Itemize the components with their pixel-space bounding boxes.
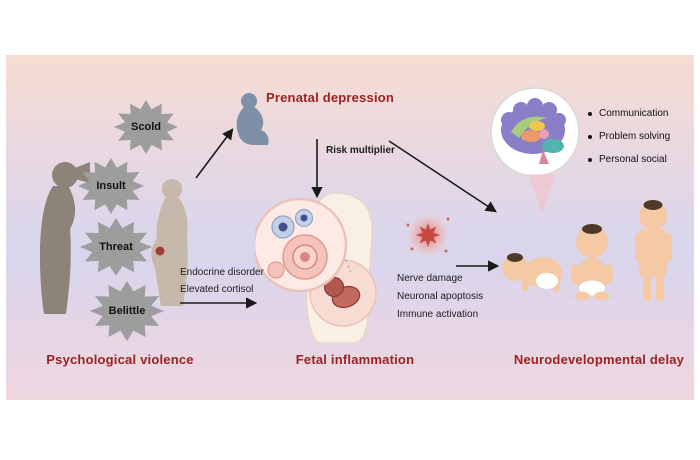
stressor-label: Insult [96, 180, 126, 192]
standing-toddler-icon [635, 200, 672, 301]
outcome-label: Communication [599, 108, 669, 119]
fetal-effects-annotation: Nerve damage Neuronal apoptosis Immune a… [397, 270, 483, 324]
depressed-person-icon [236, 93, 269, 145]
magnified-cells-icon [255, 197, 348, 293]
fetus-icon [323, 276, 361, 309]
babies-group [502, 200, 672, 301]
outcome-item: Personal social [588, 148, 670, 171]
prenatal-depression-label: Prenatal depression [266, 90, 395, 105]
outcome-item: Problem solving [588, 125, 670, 148]
shouting-person-icon [40, 162, 90, 314]
outcome-label: Problem solving [599, 131, 671, 142]
bullet-dot [588, 157, 592, 162]
stressor-label: Scold [131, 121, 161, 133]
fetal-effect-line: Immune activation [397, 309, 479, 320]
fetal-inflammation-label: Fetal inflammation [295, 352, 415, 367]
fetal-figure-icon [255, 192, 377, 344]
bullet-dot [588, 111, 592, 116]
risk-multiplier-label: Risk multiplier [326, 145, 395, 156]
inflammation-icon [398, 205, 458, 265]
outcome-item: Communication [588, 102, 670, 125]
psychological-violence-label: Psychological violence [46, 352, 194, 367]
bullet-dot [588, 134, 592, 139]
fetus-dot [155, 246, 165, 256]
pregnant-woman-icon [151, 179, 188, 306]
fetal-effect-line: Nerve damage [397, 273, 463, 284]
endocrine-annotation: Endocrine disorder Elevated cortisol [180, 264, 264, 298]
endocrine-line: Elevated cortisol [180, 284, 254, 295]
neurodevelopmental-delay-label: Neurodevelopmental delay [513, 352, 685, 367]
endocrine-line: Endocrine disorder [180, 267, 264, 278]
brain-icon [490, 87, 580, 177]
stressor-label: Threat [99, 241, 133, 253]
outcome-list: Communication Problem solving Personal s… [588, 102, 670, 171]
sitting-baby-icon [570, 224, 614, 301]
crawling-baby-icon [502, 253, 563, 292]
stressor-label: Belittle [108, 305, 146, 317]
outcome-label: Personal social [599, 154, 667, 165]
fetal-effect-line: Neuronal apoptosis [397, 291, 484, 302]
